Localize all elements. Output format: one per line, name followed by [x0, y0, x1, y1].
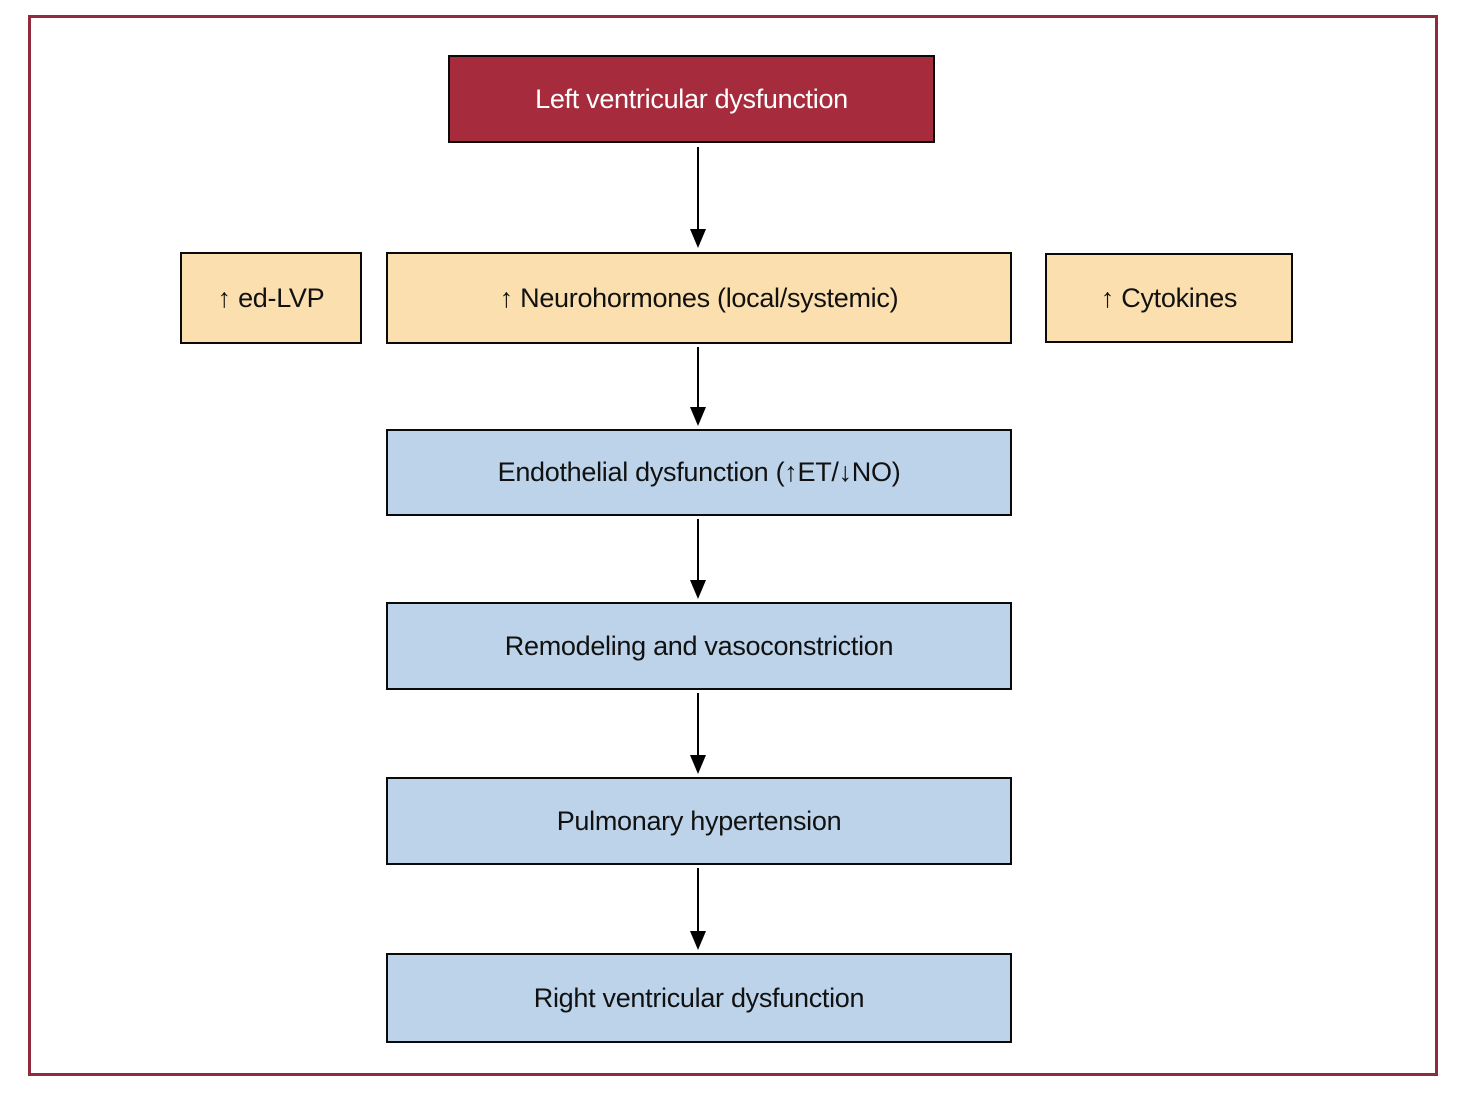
node-label: ↑ Neurohormones (local/systemic)	[499, 282, 899, 313]
arrow-shaft	[697, 868, 699, 931]
arrow-pulmonary-to-rvd	[690, 868, 706, 950]
node-label: ↑ ed-LVP	[217, 282, 325, 313]
arrow-shaft	[697, 147, 699, 229]
arrow-remodeling-to-pulmonary	[690, 693, 706, 774]
node-label: Remodeling and vasoconstriction	[504, 630, 894, 661]
arrow-lvd-to-neurohormones	[690, 147, 706, 248]
node-neurohormones: ↑ Neurohormones (local/systemic)	[386, 252, 1012, 344]
arrow-shaft	[697, 693, 699, 755]
arrow-neurohormones-to-endothelial	[690, 347, 706, 426]
node-left-ventricular-dysfunction: Left ventricular dysfunction	[448, 55, 935, 143]
node-label: Endothelial dysfunction (↑ET/↓NO)	[497, 457, 901, 487]
arrow-head-icon	[690, 407, 706, 426]
arrow-head-icon	[690, 931, 706, 950]
arrow-head-icon	[690, 755, 706, 774]
arrow-head-icon	[690, 580, 706, 599]
arrow-head-icon	[690, 229, 706, 248]
node-ed-lvp: ↑ ed-LVP	[180, 252, 362, 344]
node-label: Pulmonary hypertension	[556, 805, 842, 836]
node-endothelial-dysfunction: Endothelial dysfunction (↑ET/↓NO)	[386, 429, 1012, 516]
node-pulmonary-hypertension: Pulmonary hypertension	[386, 777, 1012, 865]
diagram-frame	[28, 15, 1438, 1076]
node-label: Right ventricular dysfunction	[533, 982, 865, 1013]
node-remodeling-vasoconstriction: Remodeling and vasoconstriction	[386, 602, 1012, 690]
node-cytokines: ↑ Cytokines	[1045, 253, 1293, 343]
node-right-ventricular-dysfunction: Right ventricular dysfunction	[386, 953, 1012, 1043]
arrow-endothelial-to-remodeling	[690, 519, 706, 599]
node-label: ↑ Cytokines	[1100, 282, 1238, 313]
arrow-shaft	[697, 347, 699, 407]
node-label: Left ventricular dysfunction	[535, 83, 848, 114]
arrow-shaft	[697, 519, 699, 580]
